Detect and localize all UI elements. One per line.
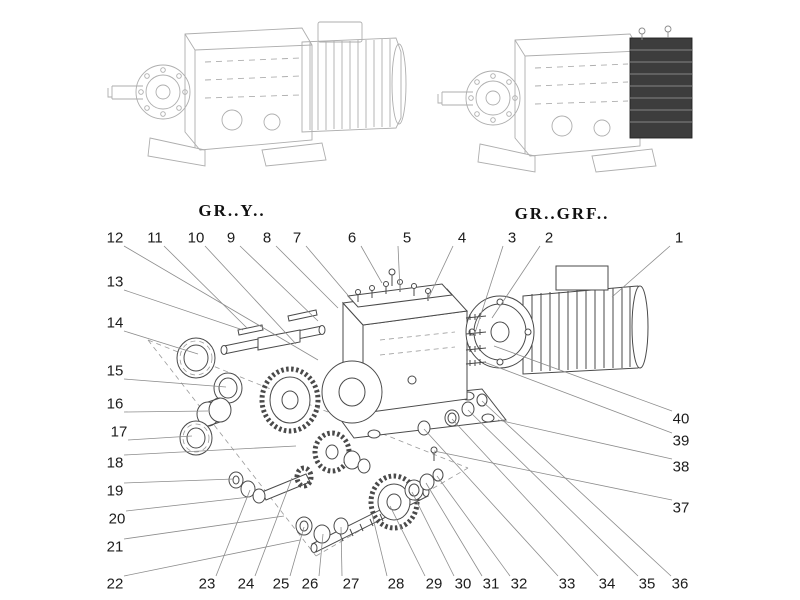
callout-number-24: 24: [238, 576, 255, 593]
foot-mounted-gearmotor-drawing: [107, 21, 407, 167]
motor: [465, 265, 649, 375]
leader-line-26: [318, 533, 324, 577]
leader-line-5: [397, 245, 401, 291]
model-label-right: GR..GRF..: [514, 204, 610, 223]
callout-number-40: 40: [673, 411, 690, 428]
leader-line-18: [123, 445, 297, 456]
leader-line-33: [423, 428, 559, 577]
callout-number-4: 4: [458, 230, 466, 247]
leader-line-29: [389, 505, 426, 577]
callout-number-39: 39: [673, 433, 690, 450]
callout-number-34: 34: [599, 576, 616, 593]
leader-line-6: [360, 245, 383, 284]
leader-line-30: [411, 491, 455, 577]
leader-line-32: [436, 475, 511, 577]
leader-line-23: [215, 489, 251, 577]
leader-line-15: [123, 378, 227, 388]
leader-line-2: [491, 245, 541, 319]
leader-line-13: [123, 289, 244, 331]
callout-number-12: 12: [107, 230, 124, 247]
leader-line-27: [340, 526, 343, 577]
leader-line-4: [427, 245, 454, 300]
callout-number-13: 13: [107, 274, 124, 291]
leader-line-35: [467, 409, 639, 577]
leader-line-1: [611, 245, 671, 298]
callout-number-23: 23: [199, 576, 216, 593]
cover-bolts: [355, 268, 431, 302]
callout-number-7: 7: [293, 230, 301, 247]
leader-line-16: [123, 410, 209, 413]
leader-line-36: [481, 400, 672, 577]
callout-number-27: 27: [343, 576, 360, 593]
callout-number-26: 26: [302, 576, 319, 593]
leader-line-9: [239, 245, 319, 322]
callout-number-3: 3: [508, 230, 516, 247]
callout-number-16: 16: [107, 396, 124, 413]
callout-number-29: 29: [426, 576, 443, 593]
callout-number-5: 5: [403, 230, 411, 247]
leader-line-14: [123, 330, 199, 355]
callout-number-36: 36: [672, 576, 689, 593]
bearings-left: [176, 337, 243, 456]
leader-line-17: [127, 435, 193, 441]
leader-line-21: [123, 515, 285, 540]
callout-number-19: 19: [107, 483, 124, 500]
callout-number-9: 9: [227, 230, 235, 247]
callout-number-33: 33: [559, 576, 576, 593]
callout-number-17: 17: [111, 424, 128, 441]
callout-number-22: 22: [107, 576, 124, 593]
leader-line-34: [451, 418, 599, 577]
callout-number-1: 1: [675, 230, 683, 247]
gearbox-housing: [321, 283, 507, 439]
callout-number-25: 25: [273, 576, 290, 593]
callout-number-8: 8: [263, 230, 271, 247]
leader-line-20: [125, 496, 251, 512]
model-label-left: GR..Y..: [198, 201, 266, 220]
leader-line-39: [483, 361, 673, 434]
callout-number-15: 15: [107, 363, 124, 380]
cover-block: [629, 25, 693, 139]
motor-studs: [465, 313, 487, 366]
leader-line-11: [163, 245, 248, 329]
callout-number-32: 32: [511, 576, 528, 593]
callout-number-28: 28: [388, 576, 405, 593]
callout-number-10: 10: [188, 230, 205, 247]
leader-line-40: [493, 345, 673, 412]
leader-line-19: [123, 478, 235, 484]
leader-line-31: [425, 482, 483, 577]
intermediate-gear-set: [228, 430, 371, 504]
callout-number-11: 11: [147, 230, 163, 247]
leader-line-24: [254, 477, 293, 577]
callout-number-21: 21: [107, 539, 124, 556]
leader-line-25: [289, 526, 305, 577]
leader-line-28: [371, 513, 388, 577]
leader-line-8: [275, 245, 339, 309]
flange-gearmotor-drawing: [437, 25, 693, 173]
callout-number-6: 6: [348, 230, 356, 247]
callout-number-35: 35: [639, 576, 656, 593]
large-gear: [259, 366, 321, 434]
callout-number-20: 20: [109, 511, 126, 528]
callout-number-18: 18: [107, 455, 124, 472]
leader-line-7: [305, 245, 353, 301]
callout-number-30: 30: [455, 576, 472, 593]
callout-number-37: 37: [673, 500, 690, 517]
callout-number-2: 2: [545, 230, 553, 247]
leader-line-22: [123, 539, 301, 577]
leader-line-12: [123, 245, 319, 361]
leader-line-37: [433, 450, 673, 501]
callout-number-38: 38: [673, 459, 690, 476]
leader-line-38: [497, 419, 673, 460]
callout-number-14: 14: [107, 315, 124, 332]
callout-number-31: 31: [483, 576, 500, 593]
leader-line-10: [204, 245, 297, 345]
leader-line-3: [473, 245, 504, 337]
